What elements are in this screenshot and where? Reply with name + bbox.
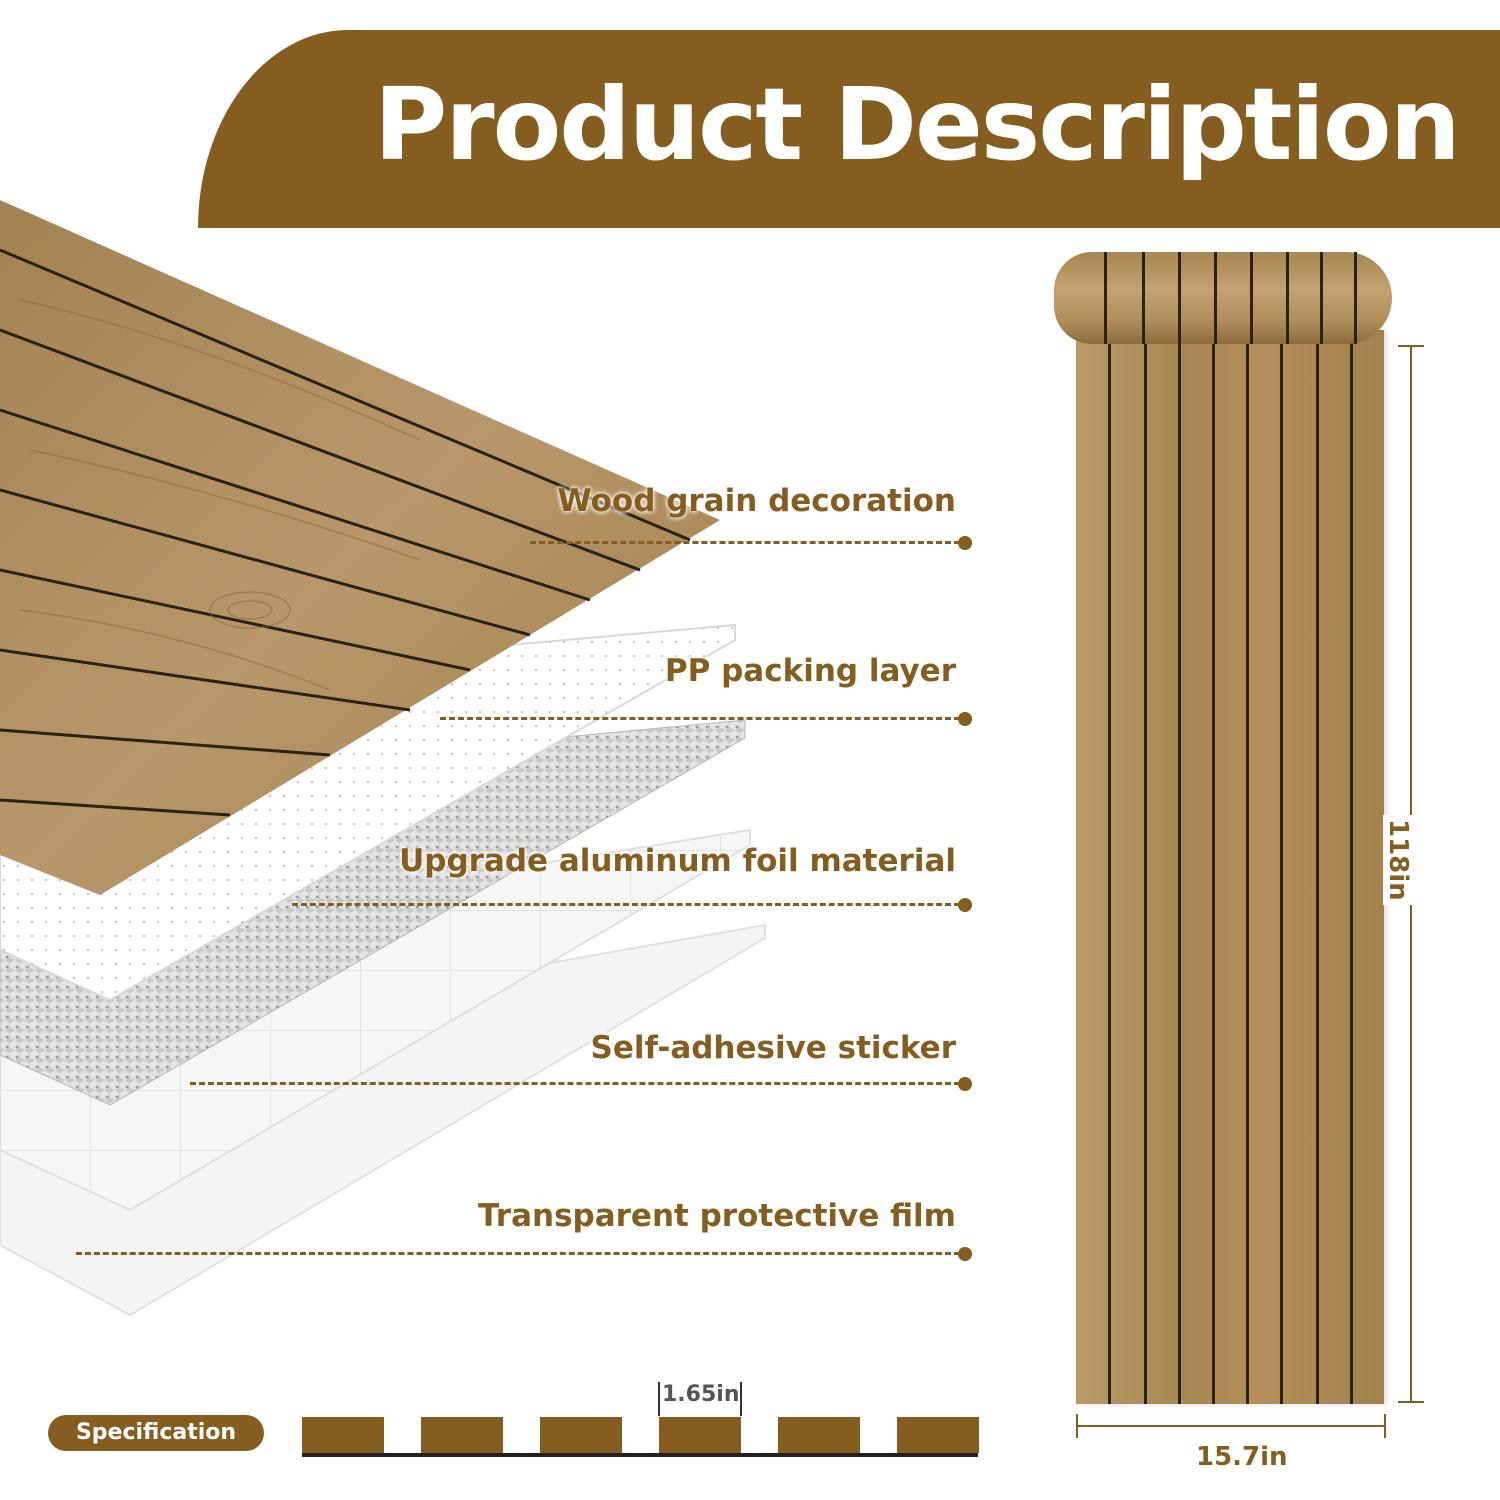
- dimension-cap: [1076, 1414, 1078, 1438]
- transparent-film-layer: [0, 923, 766, 1317]
- roll-length-label: 118in: [1383, 815, 1413, 905]
- header-banner: [198, 30, 1500, 228]
- dimension-tick: [658, 1382, 660, 1416]
- width-dimension-line: [1076, 1425, 1386, 1427]
- plank-swatch: [897, 1417, 979, 1453]
- specification-plank-diagram: [302, 1417, 979, 1457]
- plank-swatch: [302, 1417, 384, 1453]
- wallpaper-roll-body: [1076, 330, 1384, 1404]
- plank-width-label: 1.65in: [662, 1382, 740, 1407]
- leader-line: [440, 717, 960, 720]
- leader-line: [190, 1082, 960, 1085]
- leader-dot: [958, 1247, 972, 1261]
- specification-badge: Specification: [48, 1415, 264, 1451]
- layer-label-pp-packing: PP packing layer: [664, 653, 956, 689]
- dimension-cap: [1398, 345, 1424, 347]
- leader-line: [292, 903, 960, 906]
- dimension-tick: [740, 1382, 742, 1416]
- specification-baseline: [302, 1453, 978, 1457]
- layer-label-wood-grain: Wood grain decoration: [557, 483, 956, 519]
- roll-width-label: 15.7in: [1196, 1442, 1288, 1472]
- leader-dot: [958, 536, 972, 550]
- plank-swatch: [421, 1417, 503, 1453]
- leader-dot: [958, 1077, 972, 1091]
- layer-label-adhesive-sticker: Self-adhesive sticker: [590, 1030, 956, 1066]
- wallpaper-roll-top: [1054, 252, 1392, 344]
- layer-label-aluminum-foil: Upgrade aluminum foil material: [399, 843, 956, 879]
- layer-stack-illustration: [0, 200, 766, 1317]
- plank-swatch: [659, 1417, 741, 1453]
- dimension-cap: [1384, 1414, 1386, 1438]
- page-title: Product Description: [374, 66, 1461, 183]
- plank-grooves: [0, 248, 691, 817]
- plank-swatch: [778, 1417, 860, 1453]
- leader-dot: [958, 712, 972, 726]
- layer-label-protective-film: Transparent protective film: [478, 1198, 956, 1234]
- plank-swatch: [540, 1417, 622, 1453]
- leader-line: [530, 541, 960, 544]
- leader-dot: [958, 898, 972, 912]
- wood-grain-layer: [0, 200, 720, 895]
- dimension-cap: [1398, 1401, 1424, 1403]
- leader-line: [76, 1252, 960, 1255]
